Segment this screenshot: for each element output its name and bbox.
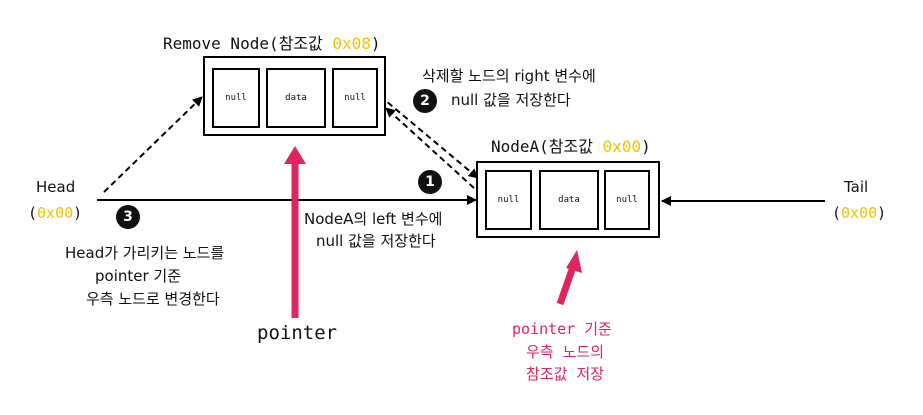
remove-node-data-cell: data: [266, 68, 326, 128]
pointer-arrow-head: [284, 146, 306, 164]
step2-line1: 삭제할 노드의 right 변수에: [422, 67, 596, 85]
head-hex: 0x00: [37, 204, 74, 222]
step3-line3: 우측 노드로 변경한다: [86, 290, 220, 308]
pointer-note-line2: 우측 노드의: [526, 343, 605, 361]
head-to-remove-dashed-arrow: [103, 96, 203, 193]
pointer-note-line3: 참조값 저장: [526, 365, 605, 383]
step3-badge: 3: [116, 205, 140, 229]
nodea-title: NodeA(참조값 0x00): [491, 133, 651, 157]
pointer-note-arrow-head: [566, 250, 582, 273]
nodea-title-suffix: ): [641, 137, 651, 156]
head-ref-open: (: [28, 204, 38, 222]
nodea-right-cell: null: [604, 170, 650, 230]
tail-ref: (0x00): [832, 204, 886, 222]
head-label: Head: [36, 178, 76, 196]
step2-line2: null 값을 저장한다: [451, 91, 571, 109]
remove-right-to-nodea-dashed-arrow: [379, 95, 479, 179]
remove-node-left-cell: null: [212, 68, 260, 128]
step3-line2: pointer 기준: [95, 267, 182, 285]
nodea-title-prefix: NodeA(참조값: [491, 137, 603, 156]
remove-node-hex: 0x08: [332, 34, 371, 53]
step1-badge: 1: [418, 170, 442, 194]
tail-ref-open: (: [832, 204, 842, 222]
step3-line1: Head가 가리키는 노드를: [65, 244, 225, 262]
remove-node-title-suffix: ): [370, 34, 381, 53]
tail-ref-close: ): [877, 204, 887, 222]
pointer-note-line1: pointer 기준: [512, 320, 612, 338]
nodea-left-cell: null: [485, 170, 532, 230]
pointer-note-arrow-shaft: [556, 265, 577, 306]
step1-line2: null 값을 저장한다: [316, 232, 436, 250]
step2-badge: 2: [413, 89, 437, 113]
step1-line1: NodeA의 left 변수에: [304, 210, 443, 228]
nodea-data-cell: data: [539, 170, 599, 230]
remove-node-title-prefix: Remove Node(참조값: [163, 34, 333, 53]
head-ref-close: ): [73, 204, 83, 222]
nodea-hex: 0x00: [602, 137, 642, 156]
remove-node-title: Remove Node(참조값 0x08): [163, 30, 381, 54]
pointer-label: pointer: [257, 322, 338, 344]
remove-node-right-cell: null: [332, 68, 378, 128]
tail-label: Tail: [844, 178, 869, 196]
tail-hex: 0x00: [841, 204, 878, 222]
head-ref: (0x00): [28, 204, 82, 222]
